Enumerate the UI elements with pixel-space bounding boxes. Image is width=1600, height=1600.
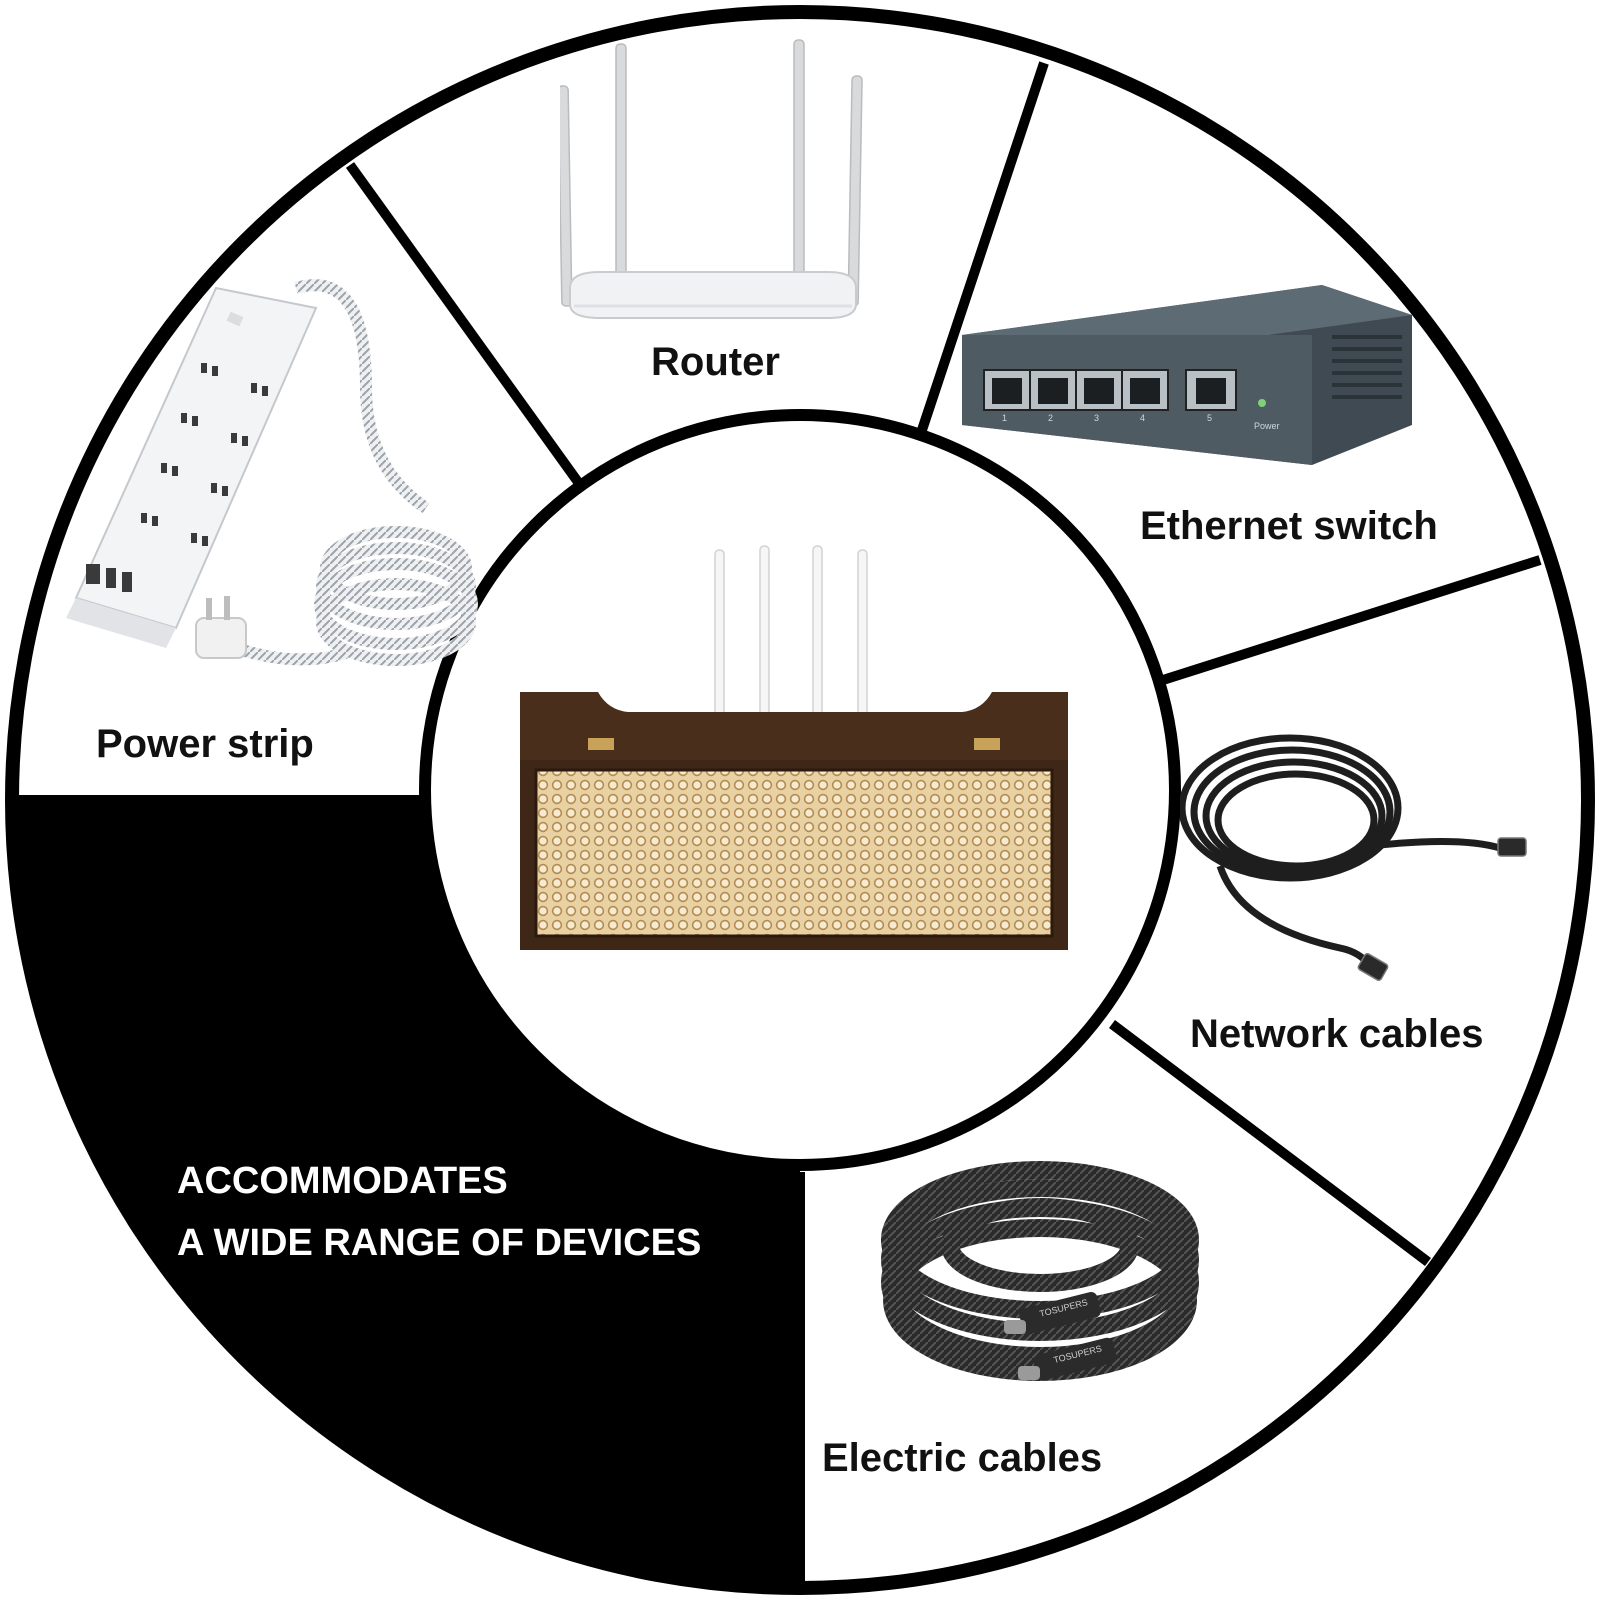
quadrant-edge: [10, 795, 420, 809]
switch-port-3-label: 3: [1094, 413, 1099, 423]
switch-port-5-label: 5: [1207, 413, 1212, 423]
headline-line-1: ACCOMMODATES: [177, 1160, 508, 1202]
electric-cables-label: Electric cables: [822, 1436, 1103, 1480]
switch-port-2-label: 2: [1048, 413, 1053, 423]
ethernet-switch-icon: 1 2 3 4 5 Power: [962, 285, 1412, 465]
headline: ACCOMMODATES A WIDE RANGE OF DEVICES: [177, 1150, 701, 1274]
power-strip-icon: [66, 279, 478, 666]
network-cables-label: Network cables: [1190, 1012, 1484, 1056]
switch-port-4-label: 4: [1140, 413, 1145, 423]
power-strip-label: Power strip: [96, 722, 314, 766]
wifi-router-icon: [560, 39, 863, 319]
switch-port-1-label: 1: [1002, 413, 1007, 423]
headline-line-2: A WIDE RANGE OF DEVICES: [177, 1222, 702, 1264]
rattan-router-box-icon: [520, 545, 1068, 950]
usb-c-cable-icon: TOSUPERS TOSUPERS: [881, 1161, 1199, 1381]
ethernet-switch-label: Ethernet switch: [1140, 504, 1438, 548]
switch-power-label: Power: [1254, 421, 1280, 431]
router-label: Router: [651, 340, 780, 384]
network-cable-icon: [1180, 734, 1527, 981]
